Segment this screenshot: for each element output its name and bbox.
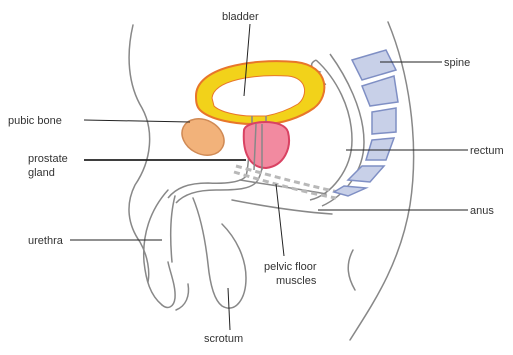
pubic-bone-label: pubic bone: [8, 115, 62, 127]
prostate-gland-shape: [244, 122, 289, 168]
pubic-bone-leader: [84, 120, 190, 122]
spine-label: spine: [444, 57, 470, 69]
urethra-label: urethra: [28, 235, 64, 247]
spine-vertebrae: [334, 50, 398, 196]
scrotum-leader: [228, 288, 230, 330]
pelvic-floor-label-line2: muscles: [276, 275, 317, 287]
prostate-label-line2: gland: [28, 167, 55, 179]
scrotum-label: scrotum: [204, 333, 243, 345]
pelvic-floor-leader: [276, 184, 284, 256]
pelvic-floor-label-line1: pelvic floor: [264, 261, 317, 273]
bladder-organ: [196, 61, 324, 124]
prostate-label-line1: prostate: [28, 153, 68, 165]
rectum-label: rectum: [470, 145, 504, 157]
bladder-label: bladder: [222, 11, 259, 23]
anus-label: anus: [470, 205, 494, 217]
